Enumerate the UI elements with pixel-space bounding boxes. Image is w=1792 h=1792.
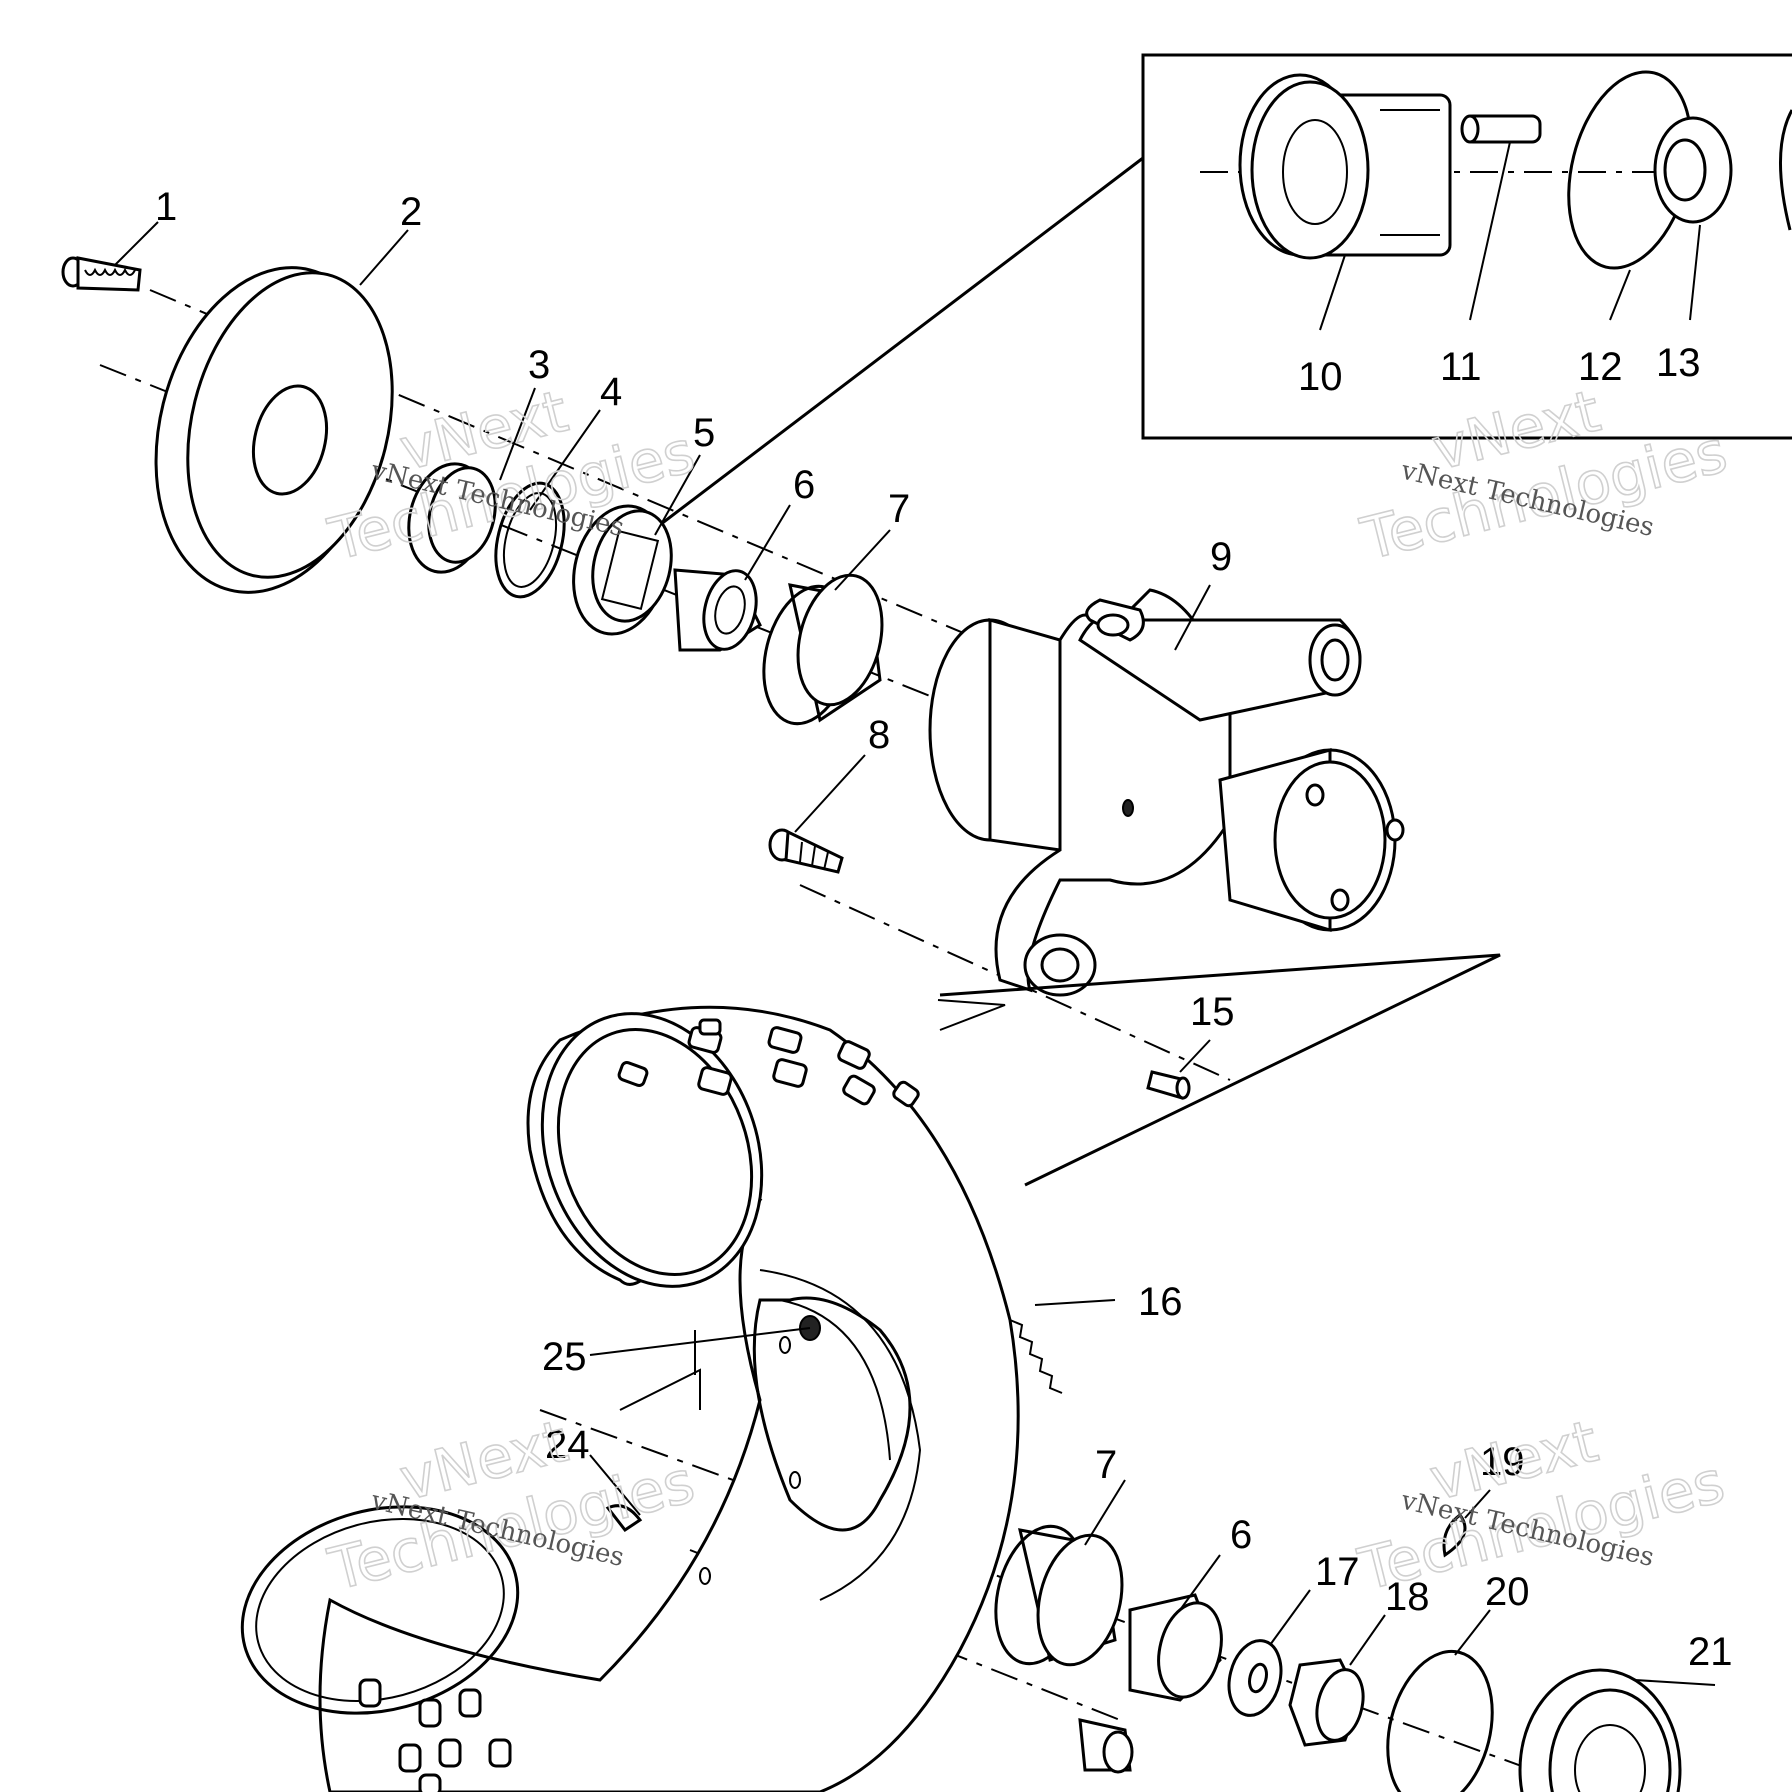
callout-1: 1: [155, 185, 177, 229]
inset-detail-box: [639, 53, 1792, 542]
callout-labels: 1 2 3 4 5 6 7 8 9 10 11 12 13 15 16 25 2…: [155, 185, 1733, 1674]
part-15-set-screw: [1146, 1070, 1191, 1100]
part-21-cap: [1518, 1668, 1682, 1792]
part-10-clutch-hub: [1238, 73, 1452, 260]
part-19-cotter-pin: [1442, 1489, 1491, 1558]
part-6-bearing-top: [673, 568, 762, 652]
part-7-race-bottom: [994, 1524, 1124, 1667]
callout-11: 11: [1440, 345, 1482, 389]
callout-25: 25: [542, 1335, 587, 1379]
part-2-brake-disc: [154, 266, 394, 594]
part-20-ring: [1386, 1649, 1494, 1792]
callout-6: 6: [793, 463, 815, 507]
callout-17: 17: [1315, 1550, 1360, 1594]
part-7-race-top: [762, 573, 884, 726]
part-1-bolt: [61, 256, 142, 292]
watermark-bottom-left: vNext Technologies: [321, 1406, 702, 1605]
callout-3: 3: [528, 343, 550, 387]
part-17-washer: [1227, 1639, 1283, 1717]
callout-10: 10: [1298, 355, 1343, 399]
callout-20: 20: [1485, 1570, 1530, 1614]
callout-5: 5: [693, 411, 715, 455]
callout-13: 13: [1656, 341, 1701, 385]
part-22-nut-bottom: [1078, 1718, 1134, 1774]
part-18-nut: [1288, 1658, 1365, 1747]
part-16-tire-wheel: [240, 1005, 1063, 1792]
callout-8: 8: [868, 713, 890, 757]
callout-15: 15: [1190, 990, 1235, 1034]
part-11-pin: [1460, 114, 1542, 144]
part-6-bearing-bottom: [1128, 1593, 1223, 1702]
watermark-bottom-right: vNext Technologies: [1351, 1406, 1732, 1605]
part-24-valve-stem: [605, 1504, 643, 1533]
callout-6-bottom: 6: [1230, 1513, 1252, 1557]
callout-2: 2: [400, 190, 422, 234]
callout-7: 7: [888, 487, 910, 531]
callout-19: 19: [1480, 1440, 1525, 1484]
part-3-seal: [407, 462, 497, 574]
part-5-one-way-clutch: [572, 504, 673, 636]
callout-21: 21: [1688, 1630, 1733, 1674]
leader-lines: [114, 141, 1716, 1686]
callout-7-bottom: 7: [1095, 1443, 1117, 1487]
callout-4: 4: [600, 370, 622, 414]
callout-18: 18: [1385, 1575, 1430, 1619]
part-9-wheel-hub: [928, 588, 1501, 1187]
callout-24: 24: [545, 1423, 590, 1467]
part-13-seal: [1653, 116, 1733, 224]
callout-9: 9: [1210, 535, 1232, 579]
callout-16: 16: [1138, 1280, 1183, 1324]
callout-12: 12: [1578, 345, 1623, 389]
part-8-screw: [768, 828, 844, 874]
tire-tread: [358, 1018, 920, 1792]
